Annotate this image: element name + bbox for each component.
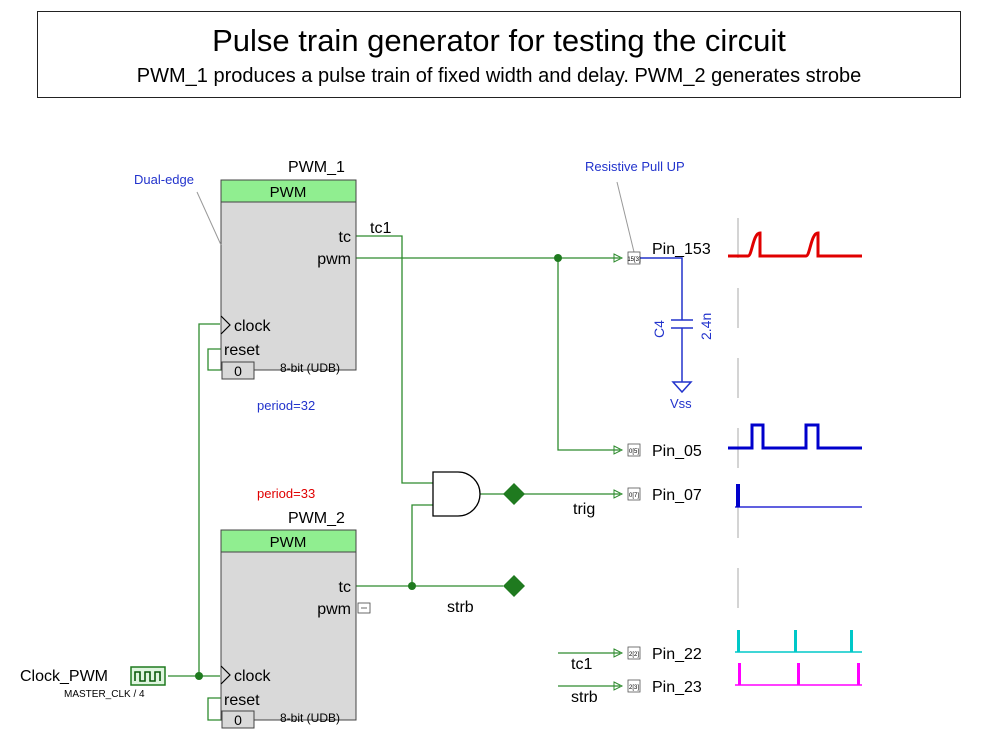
net-label-tc1-in: tc1 xyxy=(571,656,592,673)
pin-name: Pin_05 xyxy=(652,443,702,460)
net-label-tc1: tc1 xyxy=(370,220,391,237)
pwm1-period: period=32 xyxy=(257,398,315,413)
net-label-strb-in: strb xyxy=(571,689,598,706)
strb-port-diamond[interactable] xyxy=(503,575,525,597)
pin-23[interactable]: 2[3] Pin_23 xyxy=(613,679,702,696)
waveform-pin22-pulse xyxy=(850,630,853,652)
pullup-leader xyxy=(616,181,635,253)
pin-22[interactable]: 2[2] Pin_22 xyxy=(613,646,702,663)
pwm2-clock-arrow xyxy=(220,665,231,685)
trig-port-diamond[interactable] xyxy=(503,483,525,505)
pwm1-port-reset: reset xyxy=(224,342,260,359)
waveform-pin23-pulse xyxy=(797,663,800,685)
wire-reset1[interactable] xyxy=(207,348,222,371)
pwm1-resolution: 8-bit (UDB) xyxy=(280,361,340,375)
pwm1-reset-const[interactable] xyxy=(221,361,255,380)
wire-to-pin05[interactable] xyxy=(557,258,620,451)
pin-tag: 2[2] xyxy=(629,652,639,658)
clock-source: MASTER_CLK / 4 xyxy=(64,689,145,700)
net-label-trig: trig xyxy=(573,501,595,518)
pin-tag: 0[7] xyxy=(629,493,639,499)
pwm2-resolution: 8-bit (UDB) xyxy=(280,711,340,725)
pwm2-reset-const[interactable] xyxy=(221,710,255,729)
pwm1-header xyxy=(220,179,357,203)
wire-tc1[interactable] xyxy=(356,235,433,484)
pwm2-header-label: PWM xyxy=(270,534,307,551)
waveform-pin153 xyxy=(728,231,862,258)
page-title: Pulse train generator for testing the ci… xyxy=(212,23,786,58)
pwm1-name: PWM_1 xyxy=(288,159,345,176)
page-subtitle: PWM_1 produces a pulse train of fixed wi… xyxy=(136,65,862,87)
junction-dot xyxy=(408,582,416,590)
ground-label: Vss xyxy=(670,396,692,411)
pwm2-port-clock: clock xyxy=(234,668,271,685)
pullup-label: Resistive Pull UP xyxy=(585,159,685,174)
pin-tag: 2[3] xyxy=(629,685,639,691)
pwm1-port-pwm: pwm xyxy=(317,251,351,268)
wires xyxy=(168,235,620,721)
pwm1-port-clock: clock xyxy=(234,318,271,335)
pwm1-clock-arrow xyxy=(220,315,231,335)
waveform-pin22-pulse xyxy=(737,630,740,652)
pwm1-block[interactable]: PWM_1 PWM tc pwm clock reset 0 8-bit (UD… xyxy=(220,159,357,380)
pin-tag: 15[3] xyxy=(627,257,641,263)
pwm2-port-pwm: pwm xyxy=(317,601,351,618)
pin-name: Pin_22 xyxy=(652,646,702,663)
waveform-pin22-pulse xyxy=(794,630,797,652)
wire-strb-and[interactable] xyxy=(411,504,433,586)
clock-component[interactable]: Clock_PWM MASTER_CLK / 4 xyxy=(20,666,166,700)
annotation-leader xyxy=(196,191,222,246)
pwm1-reset-value: 0 xyxy=(234,363,242,379)
and-gate[interactable] xyxy=(432,471,481,517)
pin-name: Pin_23 xyxy=(652,679,702,696)
pin-name: Pin_153 xyxy=(652,241,711,258)
pin-153[interactable]: 15[3] Pin_153 xyxy=(613,241,711,265)
junction-dot xyxy=(195,672,203,680)
pwm2-name: PWM_2 xyxy=(288,510,345,527)
pwm2-block[interactable]: PWM_2 PWM tc pwm clock reset 0 8-bit (UD… xyxy=(220,510,371,729)
waveform-pin07-pulse xyxy=(736,484,740,507)
pin-tag: 0[5] xyxy=(629,449,639,455)
waveform-pin23-pulse xyxy=(738,663,741,685)
capacitor-c4[interactable] xyxy=(640,257,693,394)
pwm2-period: period=33 xyxy=(257,486,315,501)
waveform-pin05 xyxy=(728,423,862,450)
wire-clock-up[interactable] xyxy=(198,323,220,676)
pwm2-port-tc: tc xyxy=(339,579,351,596)
pin-07[interactable]: 0[7] Pin_07 xyxy=(613,487,702,504)
pwm1-header-label: PWM xyxy=(270,184,307,201)
pwm2-header xyxy=(220,529,357,553)
pwm1-annotation: Dual-edge xyxy=(134,172,194,187)
title-box: Pulse train generator for testing the ci… xyxy=(37,11,961,98)
net-label-strb: strb xyxy=(447,599,474,616)
wire-reset2[interactable] xyxy=(207,697,222,721)
waveform-pin23-pulse xyxy=(857,663,860,685)
pin-05[interactable]: 0[5] Pin_05 xyxy=(613,443,702,460)
cap-name: C4 xyxy=(651,320,667,338)
pin-name: Pin_07 xyxy=(652,487,702,504)
junction-dot xyxy=(554,254,562,262)
cap-value: 2.4n xyxy=(698,313,714,340)
pwm1-port-tc: tc xyxy=(339,229,351,246)
pwm2-port-reset: reset xyxy=(224,692,260,709)
clock-name: Clock_PWM xyxy=(20,668,108,685)
pwm2-reset-value: 0 xyxy=(234,712,242,728)
